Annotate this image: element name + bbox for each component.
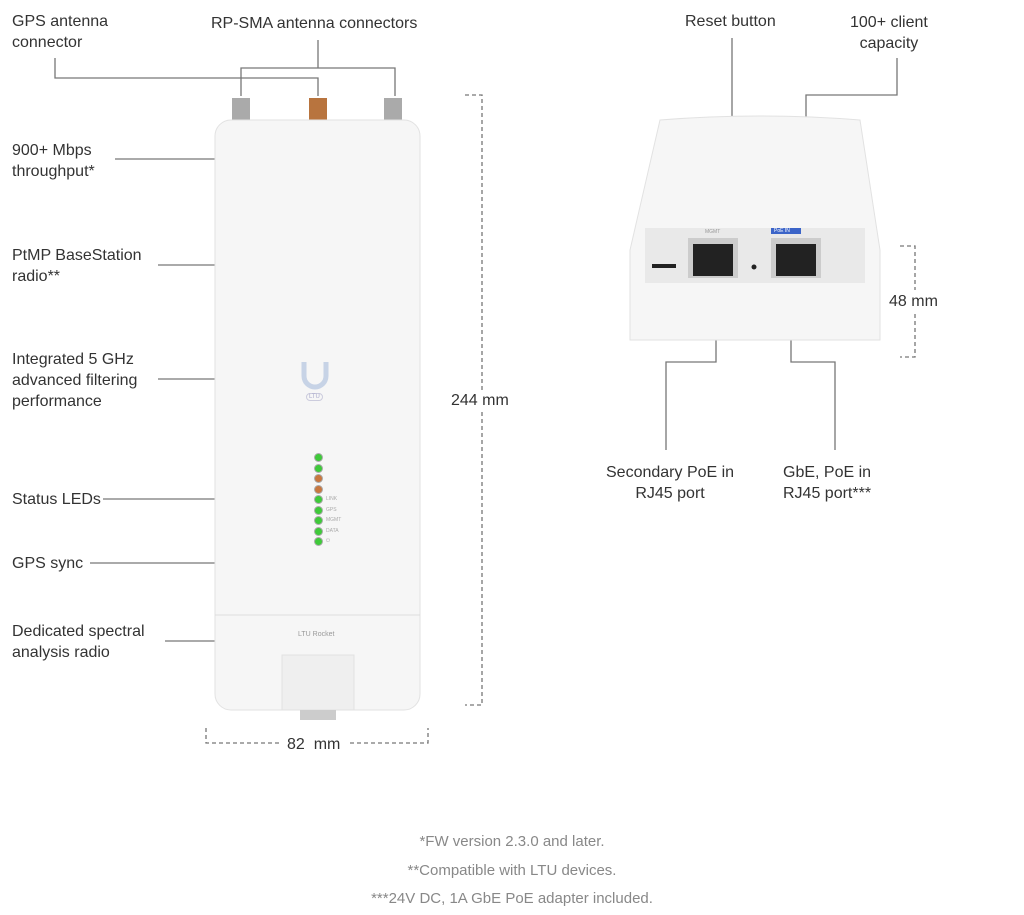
status-led	[314, 463, 323, 473]
front-device	[214, 98, 421, 720]
status-led	[314, 484, 323, 494]
callout-filtering: Integrated 5 GHz advanced filtering perf…	[12, 351, 138, 410]
status-led-label: MGMT	[326, 517, 342, 523]
status-led	[314, 526, 323, 536]
callout-gps-antenna-connector: GPS antenna connector	[12, 13, 109, 51]
status-led	[314, 474, 323, 483]
callout-status-leds: Status LEDs	[12, 491, 101, 508]
port-poe-label: PoE IN	[774, 228, 790, 234]
ltu-badge: LTU	[306, 393, 323, 401]
dimension-height: 244 mm	[451, 392, 509, 409]
footnote-3: ***24V DC, 1A GbE PoE adapter included.	[371, 890, 653, 907]
status-led	[314, 505, 323, 515]
dimension-width: 82 mm	[287, 736, 341, 753]
footnote-2: **Compatible with LTU devices.	[407, 862, 617, 879]
callout-client-capacity: 100+ client capacity	[850, 14, 928, 52]
callout-gps-sync: GPS sync	[12, 555, 84, 572]
callout-spectral-radio: Dedicated spectral analysis radio	[12, 623, 145, 661]
dimension-lines	[205, 94, 916, 744]
status-led	[314, 537, 323, 546]
callout-gbe-poe: GbE, PoE in RJ45 port***	[783, 464, 872, 502]
status-led	[314, 516, 323, 525]
status-led-label: GPS	[326, 506, 337, 513]
status-led-label: ⏻	[326, 538, 330, 544]
dimension-depth: 48 mm	[889, 293, 938, 310]
device-name: LTU Rocket	[298, 631, 335, 638]
callout-rp-sma-connectors: RP-SMA antenna connectors	[211, 15, 418, 32]
port-mgmt-label: MGMT	[705, 229, 721, 235]
status-led-label: LINK	[326, 496, 338, 502]
bottom-device	[629, 115, 881, 341]
status-led-label: DATA	[326, 527, 339, 534]
callout-secondary-poe: Secondary PoE in RJ45 port	[606, 464, 735, 502]
status-led	[314, 495, 323, 504]
callout-throughput: 900+ Mbps throughput*	[12, 142, 95, 180]
footnote-1: *FW version 2.3.0 and later.	[419, 833, 605, 850]
callout-ptmp-basestation: PtMP BaseStation radio**	[12, 247, 142, 285]
callout-reset-button: Reset button	[685, 13, 776, 30]
status-led	[314, 453, 323, 462]
